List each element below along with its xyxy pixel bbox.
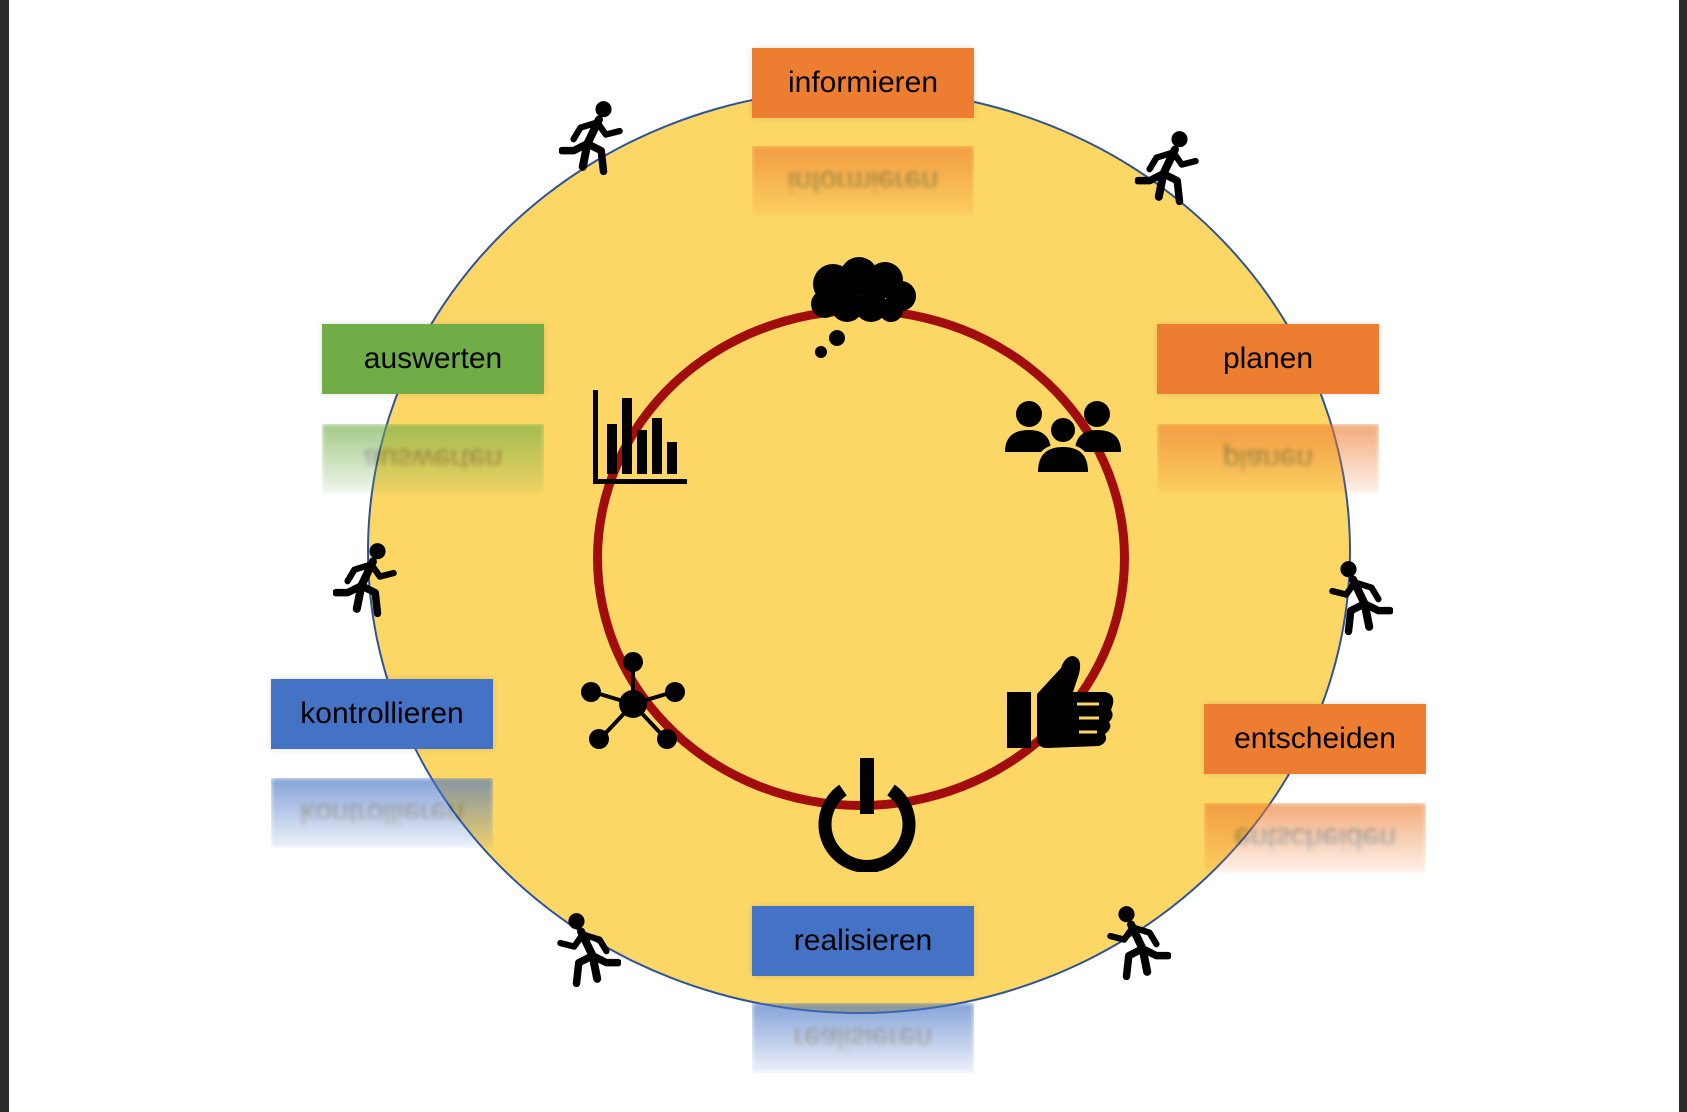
phase-label-planen: planen [1157, 324, 1379, 394]
phase-label-realisieren: realisieren [752, 906, 974, 976]
phase-label-kontrollieren-reflection: kontrollieren [271, 778, 493, 848]
phase-label-realisieren-reflection: realisieren [752, 1003, 974, 1073]
running-person-icon [559, 100, 625, 176]
running-person-icon [333, 542, 399, 618]
thought-cloud-icon [807, 256, 919, 360]
phase-label-kontrollieren: kontrollieren [271, 679, 493, 749]
phase-label-entscheiden-reflection: entscheiden [1204, 803, 1426, 873]
phase-label-auswerten-reflection: auswerten [322, 424, 544, 494]
running-person-icon [555, 912, 621, 988]
bar-chart-icon [593, 390, 689, 486]
diagram-canvas: informieren informieren planen planen en… [9, 0, 1679, 1112]
power-icon [815, 756, 919, 872]
network-hub-icon [581, 652, 685, 750]
thumbs-up-icon [1007, 654, 1117, 750]
phase-label-informieren-reflection: informieren [752, 146, 974, 216]
people-group-icon [1005, 398, 1121, 472]
phase-label-entscheiden: entscheiden [1204, 704, 1426, 774]
phase-label-informieren: informieren [752, 48, 974, 118]
running-person-icon [1327, 560, 1393, 636]
running-person-icon [1135, 130, 1201, 206]
running-person-icon [1105, 905, 1171, 981]
phase-label-planen-reflection: planen [1157, 424, 1379, 494]
phase-label-auswerten: auswerten [322, 324, 544, 394]
